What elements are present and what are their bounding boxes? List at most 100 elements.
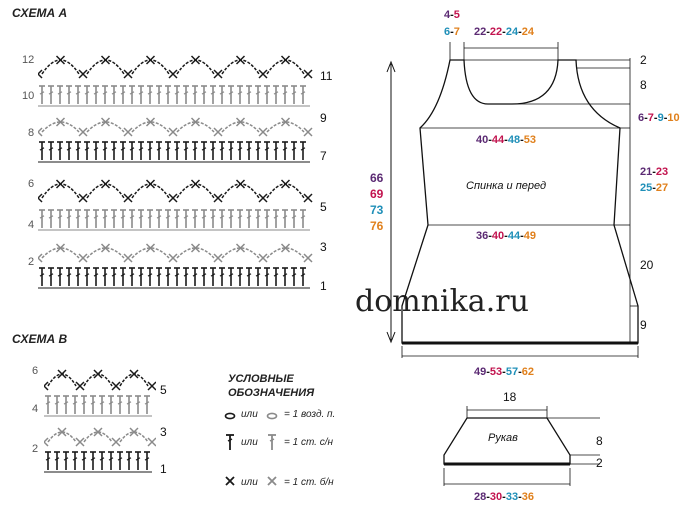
chain-arch bbox=[131, 183, 170, 199]
sc-cross bbox=[190, 55, 201, 65]
scheme-b-row-4: 4 bbox=[32, 403, 39, 415]
scheme-a-row-7: 7 bbox=[320, 149, 327, 163]
dc-stitch bbox=[255, 147, 261, 151]
dc-stitch bbox=[66, 273, 72, 277]
dc-stitch bbox=[129, 215, 135, 219]
legend-title: УСЛОВНЫЕ ОБОЗНАЧЕНИЯ bbox=[228, 372, 314, 400]
sc-cross bbox=[213, 69, 223, 79]
legend-or-1: или bbox=[241, 409, 258, 420]
sc-cross bbox=[280, 55, 291, 65]
sc-cross bbox=[280, 179, 291, 189]
sc-cross bbox=[55, 243, 66, 253]
dc-stitch bbox=[75, 215, 81, 219]
bottom-width-label: 49-53-57-62 bbox=[474, 366, 535, 378]
sc-cross bbox=[57, 369, 67, 379]
chain-arch bbox=[176, 59, 215, 75]
scheme-b-chart bbox=[44, 369, 156, 473]
dc-stitch bbox=[210, 91, 216, 95]
dc-stitch bbox=[75, 273, 81, 277]
sc-cross bbox=[55, 55, 66, 65]
scheme-a-row-12: 12 bbox=[22, 54, 35, 66]
dc-stitch bbox=[84, 215, 90, 219]
dc-stitch bbox=[120, 273, 126, 277]
neck-width-label: 22-22-24-24 bbox=[474, 26, 535, 38]
legend-text-dc: = 1 ст. с/н bbox=[284, 437, 334, 448]
sc-cross bbox=[303, 253, 313, 263]
dc-stitch bbox=[81, 457, 87, 461]
dc-stitch bbox=[174, 147, 180, 151]
dc-stitch bbox=[210, 215, 216, 219]
sc-cross bbox=[111, 381, 121, 391]
dc-stitch bbox=[210, 147, 216, 151]
dc-stitch bbox=[264, 91, 270, 95]
dc-stitch bbox=[237, 215, 243, 219]
scheme-a-row-8: 8 bbox=[28, 127, 35, 139]
sleeve-height-dim: 8 bbox=[596, 434, 603, 448]
sc-cross bbox=[303, 69, 313, 79]
legend-icons bbox=[224, 412, 278, 486]
scheme-a-row-5: 5 bbox=[320, 200, 327, 214]
dc-stitch bbox=[45, 401, 51, 405]
chain-arch bbox=[176, 183, 215, 199]
dc-stitch bbox=[120, 147, 126, 151]
dc-stitch bbox=[201, 147, 207, 151]
sc-cross bbox=[145, 243, 156, 253]
dc-stitch bbox=[111, 273, 117, 277]
dc-stitch bbox=[300, 215, 306, 219]
dc-stitch bbox=[246, 147, 252, 151]
sc-cross bbox=[129, 427, 139, 437]
dc-stitch bbox=[72, 401, 78, 405]
dc-stitch bbox=[90, 457, 96, 461]
sc-cross bbox=[75, 437, 85, 447]
dc-stitch bbox=[66, 215, 72, 219]
dc-stitch bbox=[201, 273, 207, 277]
dc-stitch bbox=[84, 273, 90, 277]
dc-stitch bbox=[90, 401, 96, 405]
dc-stitch bbox=[246, 273, 252, 277]
sc-cross bbox=[213, 127, 223, 137]
dc-stitch bbox=[81, 401, 87, 405]
scheme-a-row-9: 9 bbox=[320, 111, 327, 125]
sc-cross bbox=[100, 179, 111, 189]
sc-cross bbox=[55, 179, 66, 189]
dc-stitch bbox=[291, 273, 297, 277]
dc-stitch bbox=[84, 147, 90, 151]
dc-stitch bbox=[219, 91, 225, 95]
sc-cross bbox=[78, 253, 88, 263]
dc-stitch bbox=[147, 91, 153, 95]
dc-stitch bbox=[129, 91, 135, 95]
dc-stitch bbox=[63, 457, 69, 461]
dc-stitch bbox=[246, 215, 252, 219]
neck-size-row1: 4-5 bbox=[444, 9, 460, 21]
dc-stitch bbox=[273, 215, 279, 219]
chain-arch bbox=[47, 431, 77, 443]
dc-stitch bbox=[108, 457, 114, 461]
sc-cross bbox=[258, 253, 268, 263]
dc-stitch bbox=[282, 147, 288, 151]
dc-stitch bbox=[165, 147, 171, 151]
dc-stitch bbox=[99, 401, 105, 405]
chain-arch bbox=[86, 121, 125, 133]
sc-cross bbox=[168, 253, 178, 263]
dc-stitch bbox=[135, 457, 141, 461]
dc-stitch bbox=[138, 215, 144, 219]
dc-stitch bbox=[228, 91, 234, 95]
dc-stitch bbox=[147, 215, 153, 219]
dc-stitch bbox=[264, 215, 270, 219]
sc-cross bbox=[145, 117, 156, 127]
chain-arch bbox=[266, 247, 305, 259]
sc-cross bbox=[213, 193, 223, 203]
chain-arch bbox=[119, 373, 149, 387]
sc-cross bbox=[111, 437, 121, 447]
cross-icon bbox=[225, 476, 277, 486]
body-panel-outline bbox=[401, 59, 639, 344]
sleeve-label: Рукав bbox=[488, 432, 518, 444]
dc-stitch bbox=[201, 215, 207, 219]
scheme-a-row-10: 10 bbox=[22, 90, 35, 102]
dc-stitch bbox=[45, 457, 51, 461]
sc-cross bbox=[129, 369, 139, 379]
chain-arch bbox=[221, 183, 260, 199]
sc-cross bbox=[147, 437, 156, 447]
sleeve-top-width: 18 bbox=[503, 390, 517, 404]
sc-cross bbox=[75, 381, 85, 391]
